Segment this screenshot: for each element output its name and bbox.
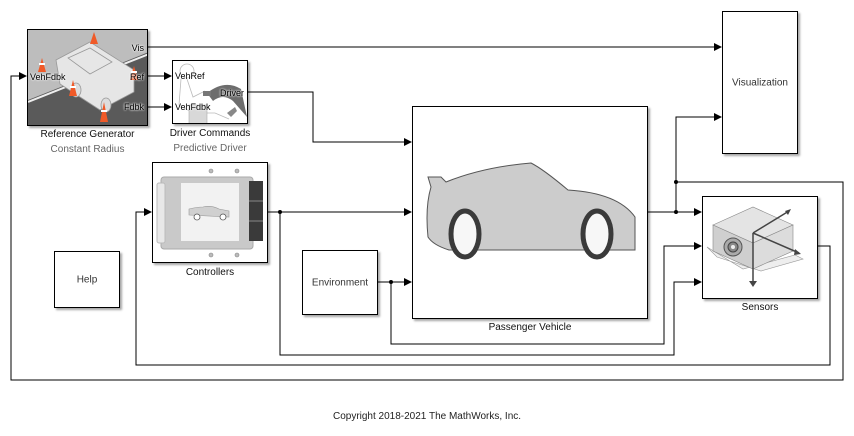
branch-point <box>674 180 678 184</box>
line-driver-to-vehicle[interactable] <box>248 91 412 146</box>
branch-point <box>278 210 282 214</box>
sensors-label: Sensors <box>741 302 779 313</box>
help-block[interactable]: Help <box>54 251 120 308</box>
reference-generator-sublabel: Constant Radius <box>50 144 125 155</box>
reference-generator-label: Reference Generator <box>40 129 135 140</box>
branch-point <box>389 280 393 284</box>
sensors-block[interactable] <box>702 196 818 299</box>
copyright-text: Copyright 2018-2021 The MathWorks, Inc. <box>332 411 522 422</box>
visualization-text: Visualization <box>732 77 788 88</box>
imu-sensor-icon <box>706 206 804 287</box>
port-vehfdbk-in[interactable]: VehFdbk <box>175 102 211 112</box>
controllers-label: Controllers <box>185 267 235 278</box>
controllers-block[interactable] <box>152 162 268 263</box>
road-car-cones-icon <box>28 30 147 125</box>
port-driver-out[interactable]: Driver <box>220 88 244 98</box>
driver-commands-label: Driver Commands <box>169 128 251 139</box>
visualization-block[interactable]: Visualization <box>722 11 798 154</box>
line-sensors-to-controllers[interactable] <box>135 208 831 366</box>
port-vis-out[interactable]: Vis <box>131 43 144 53</box>
line-environment-to-sensors[interactable] <box>390 242 702 345</box>
port-ref-out[interactable]: Ref <box>129 72 144 82</box>
line-controllers-to-sensors[interactable] <box>279 212 702 356</box>
environment-block[interactable]: Environment <box>302 250 378 315</box>
driver-commands-block[interactable]: VehRef VehFdbk Driver <box>172 60 248 124</box>
passenger-vehicle-label: Passenger Vehicle <box>488 322 572 333</box>
ecu-icon <box>156 168 263 258</box>
port-vehfdbk-in[interactable]: VehFdbk <box>30 72 66 82</box>
port-vehref-in[interactable]: VehRef <box>175 71 205 81</box>
reference-generator-block[interactable]: VehFdbk Vis Ref Fdbk <box>27 29 148 126</box>
car-icon <box>426 162 636 260</box>
branch-point <box>674 210 678 214</box>
driver-steering-icon <box>178 63 247 123</box>
passenger-vehicle-block[interactable] <box>412 106 648 319</box>
environment-text: Environment <box>311 277 369 288</box>
help-text: Help <box>76 274 98 285</box>
port-fdbk-out[interactable]: Fdbk <box>123 102 144 112</box>
driver-commands-sublabel: Predictive Driver <box>173 143 247 154</box>
